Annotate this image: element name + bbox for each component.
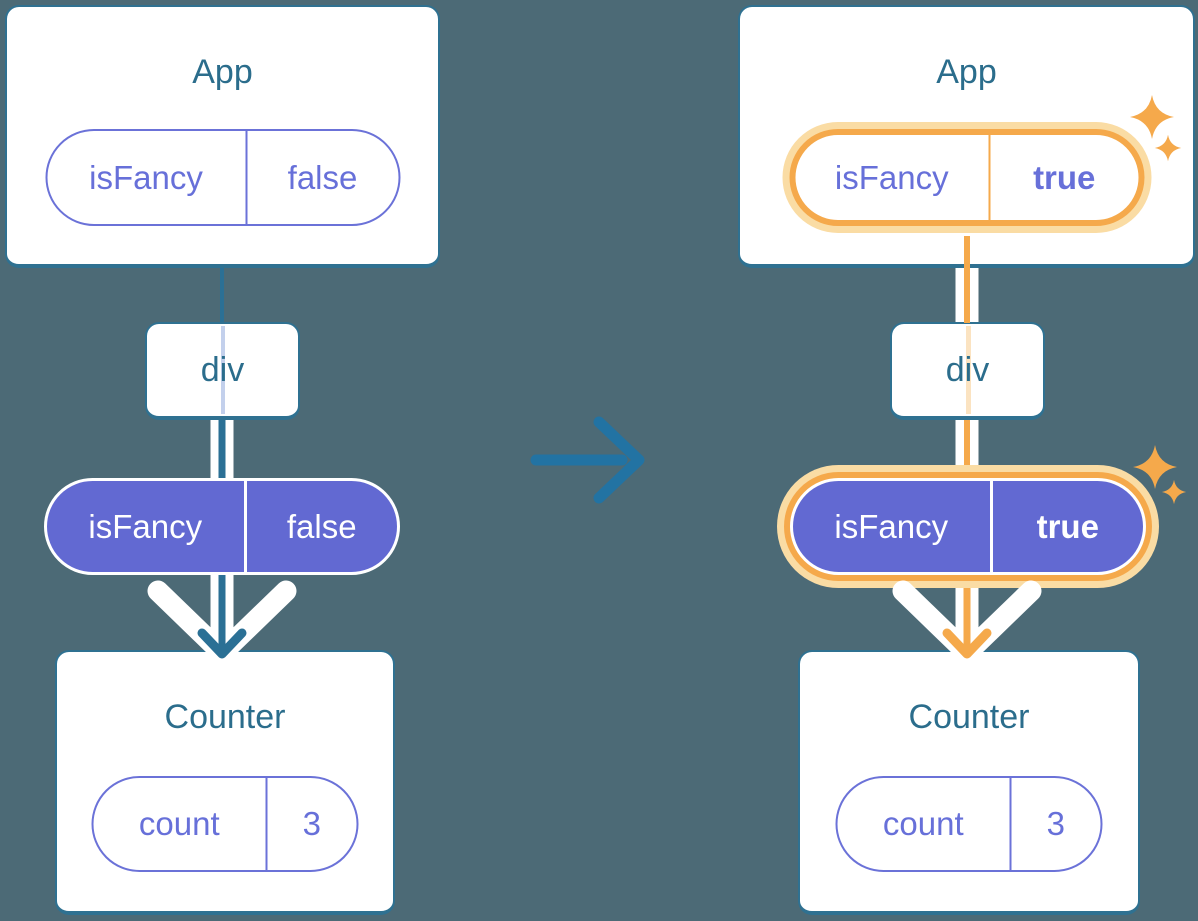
- div-card-after: div: [890, 322, 1045, 420]
- prop-pill: isFancy false: [45, 129, 400, 226]
- state-name: count: [94, 778, 268, 870]
- pass-through-line: [965, 326, 971, 414]
- component-title: App: [936, 53, 997, 91]
- prop-name: isFancy: [47, 481, 247, 572]
- component-title: div: [200, 350, 245, 389]
- prop-value: true: [1036, 507, 1099, 545]
- transition-arrowhead-icon: [593, 416, 645, 504]
- component-title: div: [945, 350, 990, 389]
- prop-name: isFancy: [795, 135, 991, 220]
- app-card-after: App isFancy true: [738, 5, 1195, 268]
- prop-value: true: [1033, 158, 1096, 196]
- prop-pill-highlighted: isFancy true: [789, 129, 1144, 226]
- right-flow-chevron-icon: [892, 580, 1042, 664]
- prop-name: isFancy: [793, 481, 993, 572]
- counter-card-after: Counter count 3: [798, 650, 1140, 915]
- state-name: count: [838, 778, 1012, 870]
- app-card-before: App isFancy false: [5, 5, 440, 268]
- component-title: Counter: [908, 698, 1030, 736]
- sparkle-icon: [1161, 479, 1187, 505]
- passed-prop-pill-before: isFancy false: [44, 478, 400, 575]
- state-value: 3: [1046, 805, 1065, 842]
- counter-card-before: Counter count 3: [55, 650, 395, 915]
- prop-value: false: [287, 158, 358, 196]
- component-title: Counter: [164, 698, 286, 736]
- state-pill: count 3: [835, 776, 1103, 872]
- div-card-before: div: [145, 322, 300, 420]
- pass-through-line: [963, 239, 970, 265]
- passed-prop-pill-after: isFancy true: [790, 478, 1146, 575]
- component-title: App: [192, 53, 253, 91]
- left-flow-chevron-icon: [147, 580, 297, 664]
- prop-value: false: [286, 507, 357, 545]
- pass-through-line: [220, 326, 225, 414]
- state-pill: count 3: [91, 776, 359, 872]
- prop-name: isFancy: [47, 131, 248, 224]
- state-value: 3: [302, 805, 321, 842]
